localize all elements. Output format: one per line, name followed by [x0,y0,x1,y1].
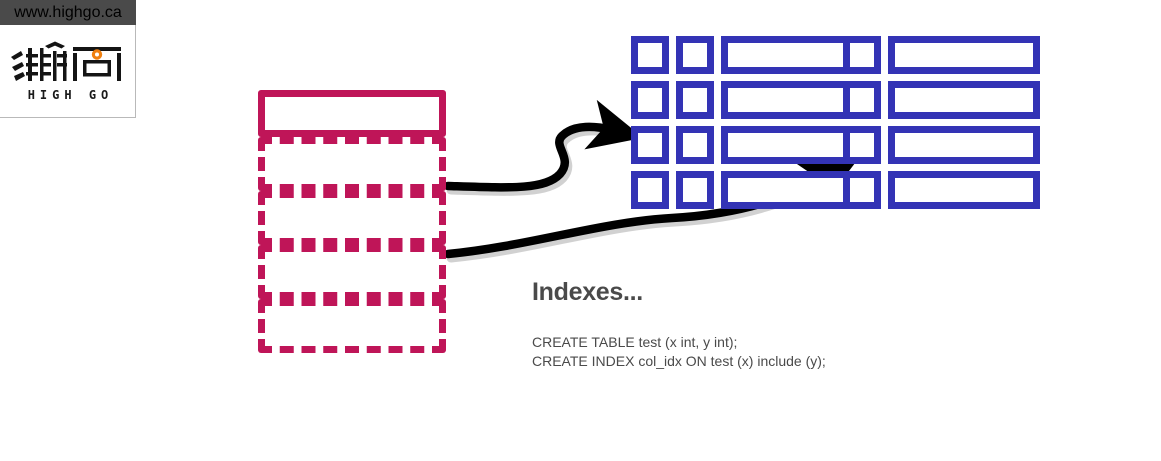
index-cell-payload [888,126,1040,164]
brand-card: www.highgo.ca [0,0,136,118]
index-row [631,171,873,209]
index-row [631,36,873,74]
index-cell-key [843,81,881,119]
index-cell-key [843,126,881,164]
heap-table-stack [258,90,446,353]
highgo-logo-icon [11,41,121,81]
heap-page-3 [258,245,446,299]
website-url-bar: www.highgo.ca [0,0,136,25]
brand-tagline: HIGH GO [27,88,114,102]
index-cell-payload [888,36,1040,74]
caption-block: Indexes... CREATE TABLE test (x int, y i… [532,278,952,371]
heap-page-4 [258,299,446,353]
heap-page-1 [258,137,446,191]
index-cell-key [676,171,714,209]
heap-page-header [258,90,446,137]
index-cell-key [631,171,669,209]
index-cell-key [676,36,714,74]
index-row [843,171,1040,209]
index-cell-key [631,36,669,74]
page-title: Indexes... [532,278,643,306]
index-grid-simple [843,36,1040,209]
index-row [631,81,873,119]
website-url-label: www.highgo.ca [14,3,122,21]
index-row [843,36,1040,74]
index-cell-key [843,171,881,209]
index-cell-key [843,36,881,74]
index-cell-key [631,81,669,119]
index-row [631,126,873,164]
sql-line-create-table: CREATE TABLE test (x int, y int); [532,334,738,350]
index-cell-payload [888,171,1040,209]
index-cell-key [676,126,714,164]
sql-line-create-index: CREATE INDEX col_idx ON test (x) include… [532,353,826,369]
index-cell-payload [888,81,1040,119]
arrow-heap-to-index-1 [443,99,644,192]
heap-page-2 [258,191,446,245]
index-row [843,126,1040,164]
index-row [843,81,1040,119]
index-cell-key [676,81,714,119]
index-cell-key [631,126,669,164]
brand-logo-area: HIGH GO [0,25,136,118]
index-grid-covering [631,36,873,209]
